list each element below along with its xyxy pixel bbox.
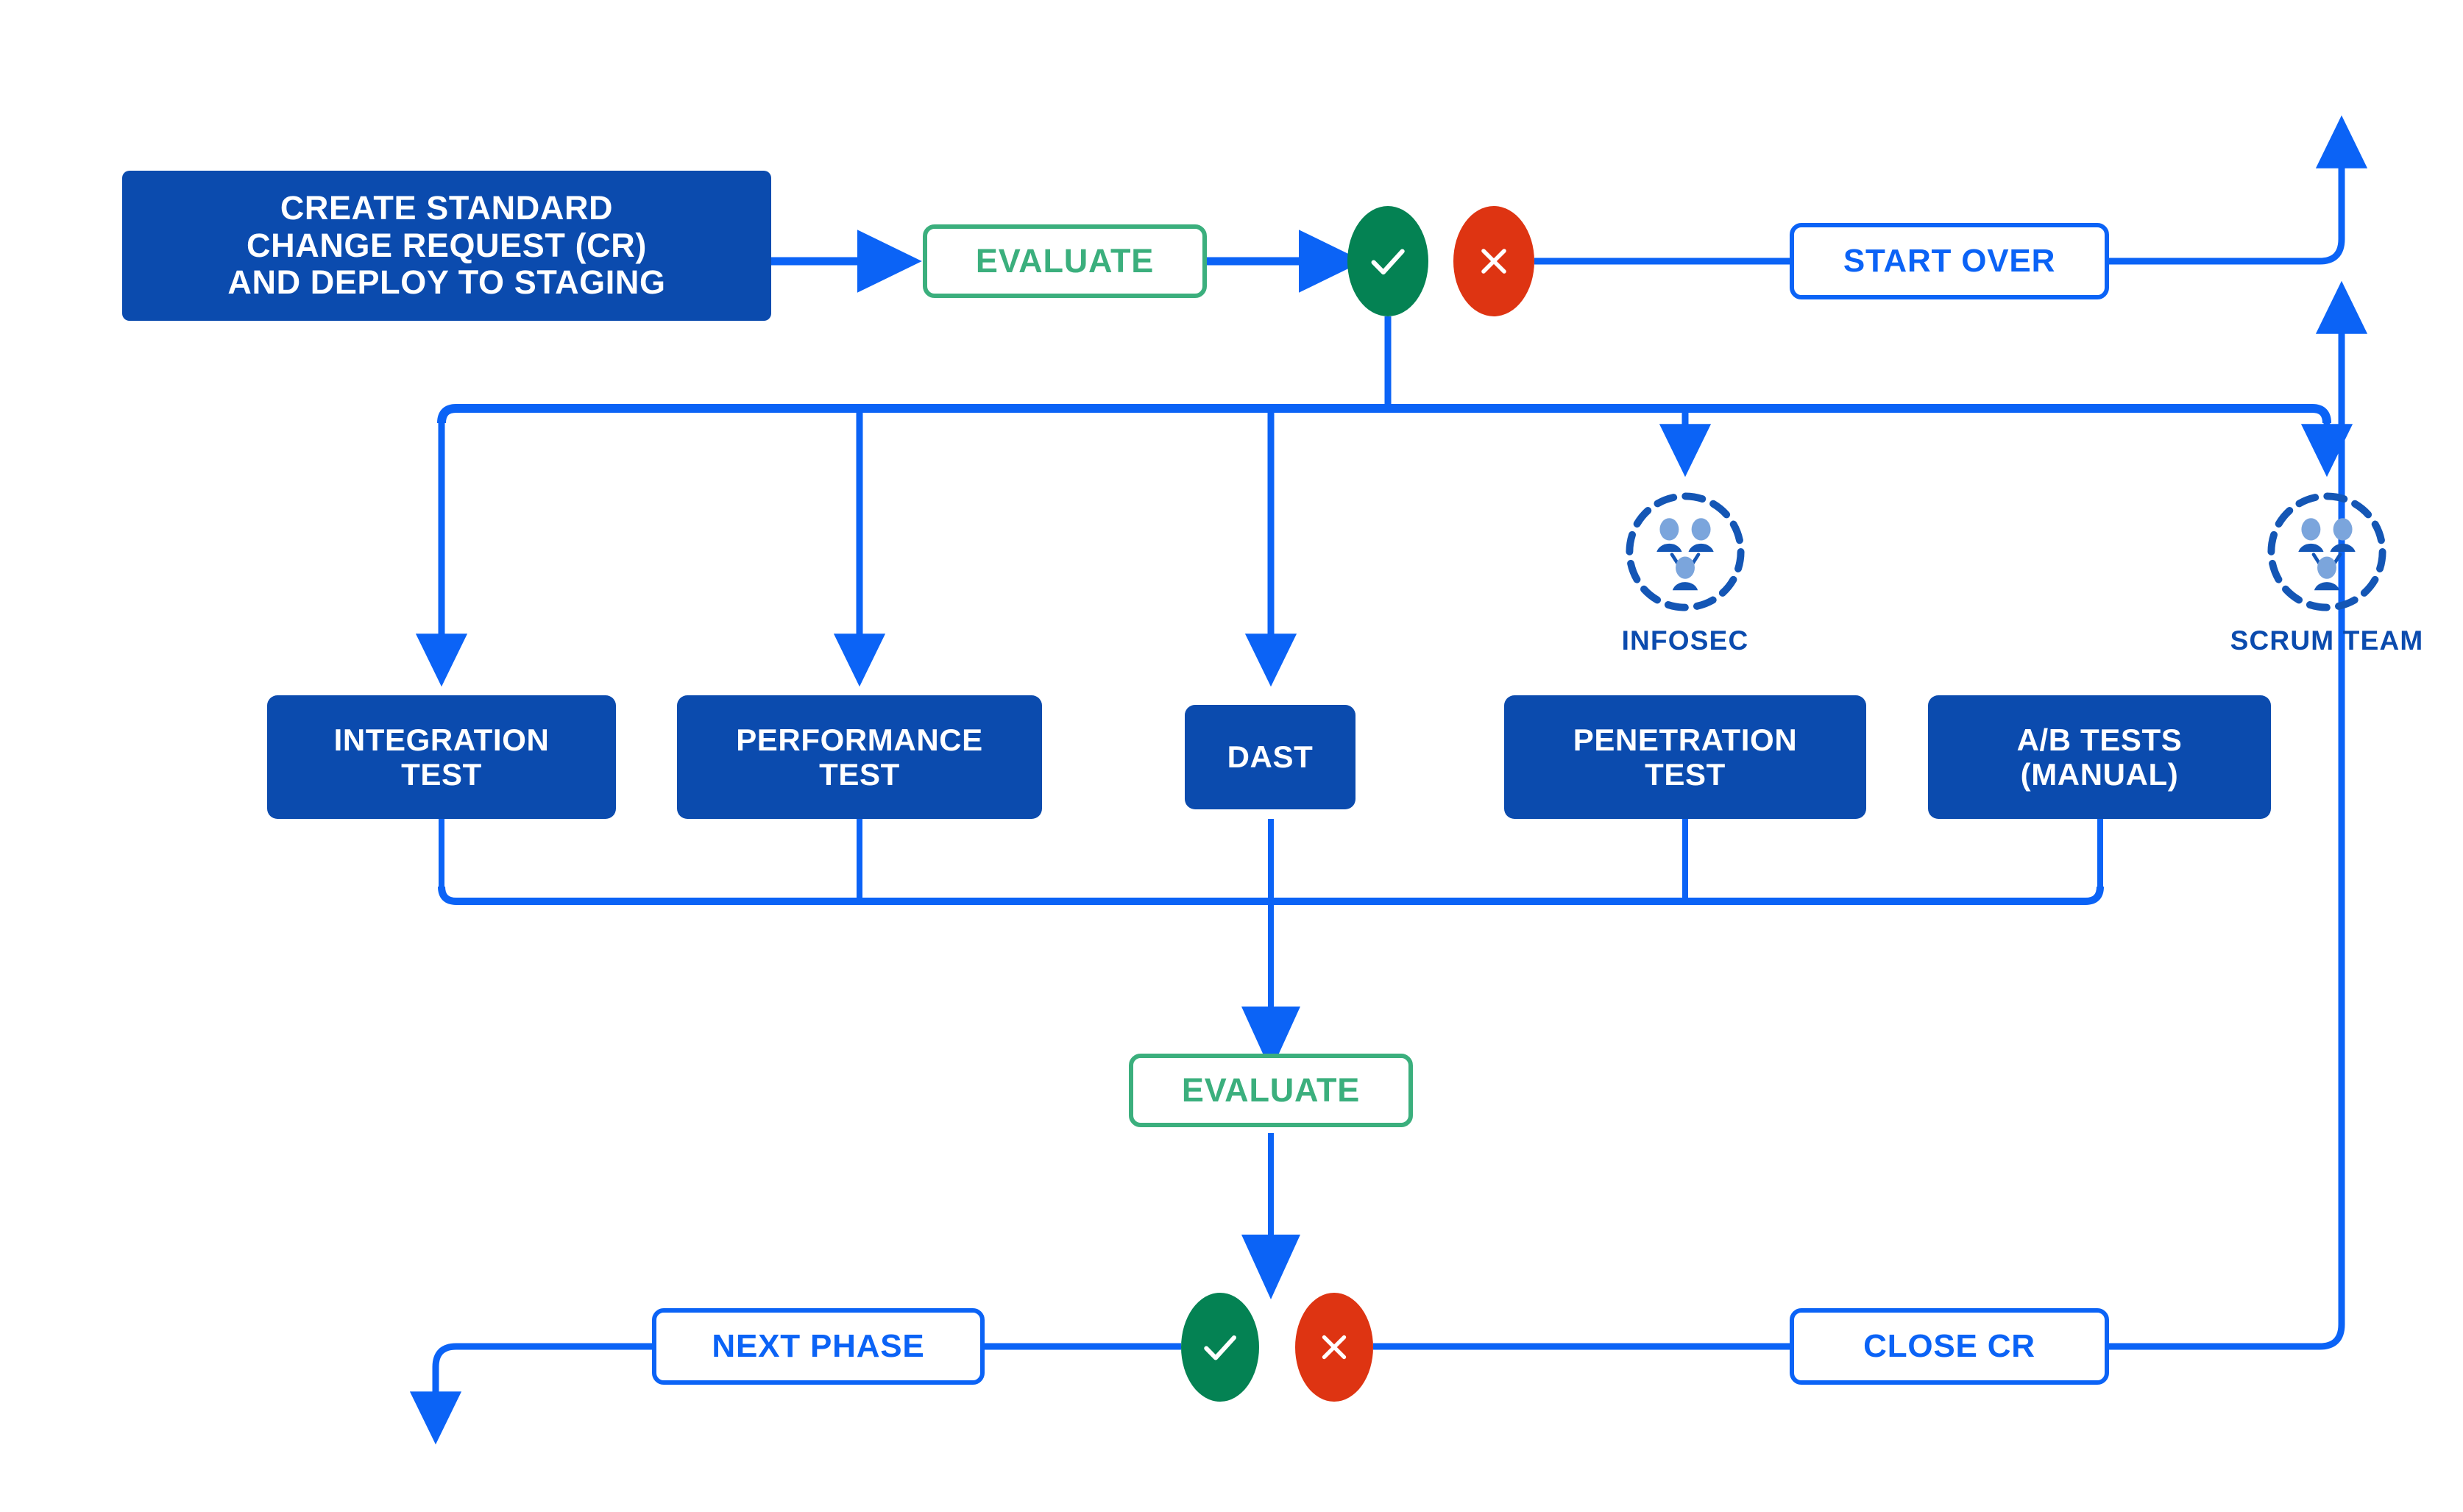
- test-box-ab-tests[interactable]: A/B TESTS (MANUAL): [1928, 695, 2271, 819]
- node-evaluate-top[interactable]: EVALUATE: [923, 224, 1207, 298]
- create-cr-line-2: CHANGE REQUEST (CR): [247, 226, 647, 264]
- evaluate-bottom-label: EVALUATE: [1181, 1071, 1361, 1109]
- wire-start-over-return: [2109, 115, 2368, 265]
- distribution-bus-left-cap: [437, 404, 457, 424]
- create-cr-line-1: CREATE STANDARD: [280, 189, 614, 227]
- team-icon: [1626, 492, 1745, 611]
- wire-close-cr-return: [2109, 280, 2368, 1350]
- dast-label: DAST: [1227, 739, 1314, 775]
- node-evaluate-bottom[interactable]: EVALUATE: [1129, 1054, 1413, 1127]
- test-box-integration[interactable]: INTEGRATION TEST: [267, 695, 616, 819]
- status-pass-bottom[interactable]: [1181, 1293, 1259, 1402]
- node-create-change-request[interactable]: CREATE STANDARD CHANGE REQUEST (CR) AND …: [122, 171, 771, 321]
- merge-bus-left-cap: [438, 886, 457, 905]
- integration-label-1: INTEGRATION: [333, 722, 550, 757]
- wire-next-phase-exit: [409, 1343, 652, 1445]
- actor-infosec-label: INFOSEC: [1621, 625, 1749, 656]
- status-fail-top[interactable]: [1453, 206, 1534, 316]
- status-pass-top[interactable]: [1347, 206, 1428, 316]
- penetration-label-2: TEST: [1645, 757, 1726, 792]
- team-icon: [2267, 492, 2386, 611]
- penetration-label-1: PENETRATION: [1573, 722, 1798, 757]
- test-box-penetration[interactable]: PENETRATION TEST: [1504, 695, 1866, 819]
- performance-label-1: PERFORMANCE: [736, 722, 983, 757]
- integration-label-2: TEST: [401, 757, 482, 792]
- evaluate-top-label: EVALUATE: [975, 242, 1155, 280]
- node-close-cr[interactable]: CLOSE CR: [1790, 1308, 2109, 1385]
- merge-bus-right-cap: [2085, 886, 2104, 905]
- check-icon: [1204, 1335, 1236, 1360]
- x-icon: [1322, 1335, 1347, 1360]
- close-cr-label: CLOSE CR: [1863, 1328, 2035, 1364]
- next-phase-label: NEXT PHASE: [712, 1328, 925, 1364]
- performance-label-2: TEST: [819, 757, 900, 792]
- actor-scrum-team: SCRUM TEAM: [2230, 486, 2423, 656]
- actor-infosec: INFOSEC: [1604, 486, 1766, 656]
- distribution-bus-right-cap: [2311, 404, 2331, 424]
- create-cr-line-3: AND DEPLOY TO STAGING: [227, 263, 666, 302]
- status-fail-bottom[interactable]: [1295, 1293, 1373, 1402]
- start-over-label: START OVER: [1843, 243, 2056, 279]
- ab-tests-label-2: (MANUAL): [2020, 757, 2179, 792]
- check-icon: [1371, 249, 1405, 275]
- ab-tests-label-1: A/B TESTS: [2016, 722, 2183, 757]
- test-box-dast[interactable]: DAST: [1185, 705, 1355, 809]
- node-next-phase[interactable]: NEXT PHASE: [652, 1308, 985, 1385]
- node-start-over[interactable]: START OVER: [1790, 223, 2109, 299]
- actor-scrum-team-label: SCRUM TEAM: [2230, 625, 2424, 656]
- x-icon: [1481, 249, 1506, 274]
- test-box-performance[interactable]: PERFORMANCE TEST: [677, 695, 1042, 819]
